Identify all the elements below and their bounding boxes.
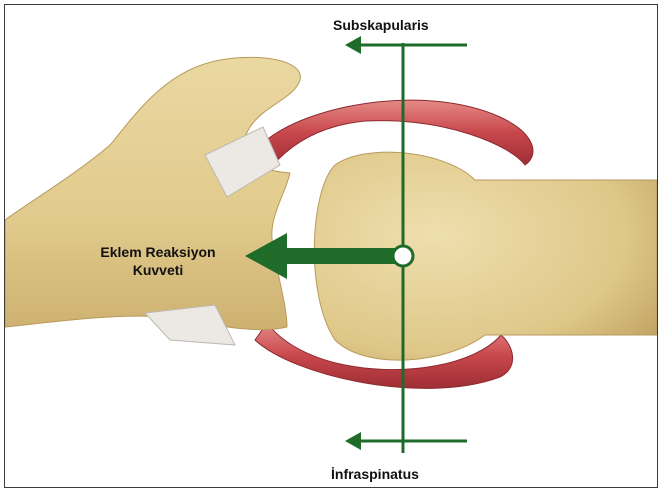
subscapularis-label: Subskapularis — [333, 17, 429, 33]
force-label-line2: Kuvveti — [83, 261, 233, 279]
infraspinatus-label: İnfraspinatus — [331, 466, 419, 482]
subscapularis-arrow-icon — [345, 36, 361, 54]
force-arrow-shaft — [275, 248, 401, 264]
scapula-bone — [5, 57, 300, 329]
force-label: Eklem Reaksiyon Kuvveti — [83, 243, 233, 279]
force-label-line1: Eklem Reaksiyon — [83, 243, 233, 261]
pivot-circle — [393, 246, 413, 266]
diagram-frame: Subskapularis Eklem Reaksiyon Kuvveti İn… — [4, 4, 658, 488]
infraspinatus-arrow-icon — [345, 432, 361, 450]
